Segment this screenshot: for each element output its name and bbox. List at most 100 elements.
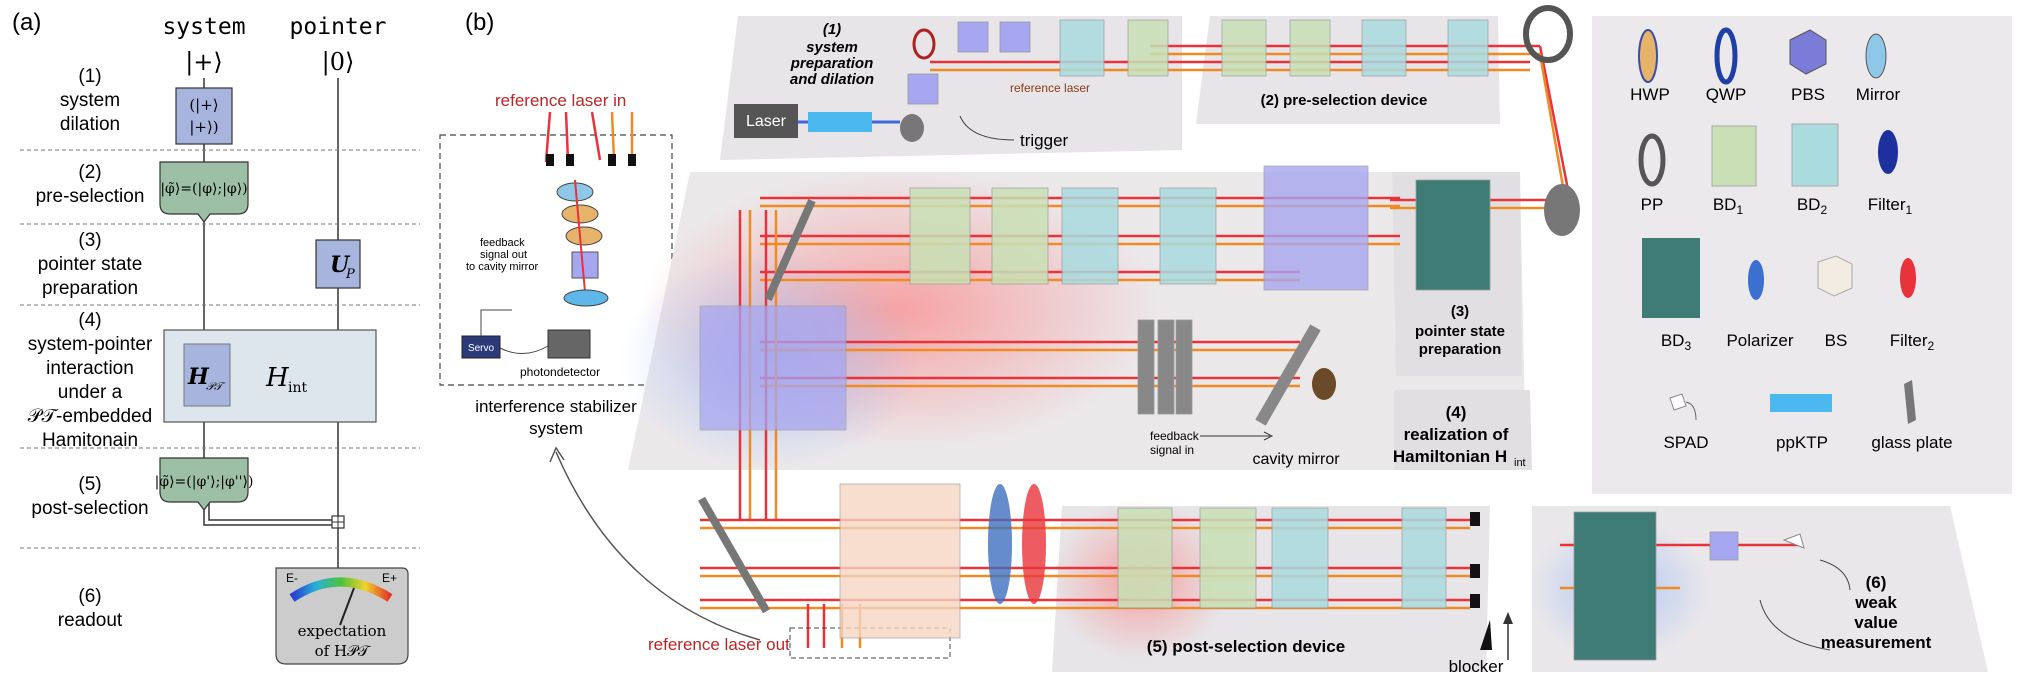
postselection-formula: |φ̃⟩=(|φ'⟩;|φ''⟩) — [155, 474, 254, 490]
trigger-label: trigger — [1020, 131, 1069, 150]
legend-bd3: BD3 — [1661, 331, 1692, 353]
step4-line5: Hamitonain — [42, 430, 138, 451]
reference-laser-label: reference laser — [1010, 81, 1090, 95]
preselection-formula: |φ̃⟩=(|φ⟩;|φ⟩) — [160, 181, 247, 197]
ppktp-crystal — [808, 112, 872, 132]
hpt-label: H — [187, 364, 210, 390]
stabilizer-arrow — [555, 451, 761, 641]
pbs-icon — [1789, 29, 1827, 75]
step1-num: (1) — [78, 66, 101, 87]
spad-icon — [1669, 393, 1687, 411]
servo-label: Servo — [468, 343, 495, 354]
step2-line1: pre-selection — [36, 186, 145, 207]
filter2-icon — [1900, 258, 1916, 298]
step1-line1: system — [60, 90, 120, 111]
postselection-gate — [159, 457, 249, 511]
step5-num: (5) — [78, 474, 101, 495]
photodetector-label: photondetector — [520, 365, 600, 379]
dilation-gate-bottom: |+⟩) — [189, 118, 218, 136]
stabilizer-title-2: system — [529, 419, 583, 438]
step1-line2: dilation — [60, 114, 120, 135]
cavity-mirror-label: cavity mirror — [1252, 451, 1340, 468]
panel-b: (b) reference laser in Servo — [439, 5, 2012, 676]
step-labels: (1) system dilation (2) pre-selection (3… — [28, 66, 153, 631]
bd3-icon — [1642, 238, 1700, 318]
stage5-label: (5) post-selection device — [1147, 637, 1345, 656]
meter-scale — [289, 577, 393, 602]
stage6-line1: weak — [1854, 593, 1897, 612]
pointer-unitary-gate — [315, 239, 361, 289]
bd1-icon — [1711, 125, 1757, 187]
stage4-platform — [1394, 390, 1532, 470]
stage4-num: (4) — [1446, 403, 1467, 422]
laser-label: Laser — [746, 113, 787, 130]
stage3-num: (3) — [1451, 303, 1469, 320]
filter1-icon — [1878, 130, 1898, 174]
panel-b-label: (b) — [465, 9, 494, 36]
legend-platform — [1592, 16, 2012, 494]
stage1-num: (1) — [823, 21, 841, 38]
step6-num: (6) — [78, 586, 101, 607]
step6-line1: readout — [58, 610, 123, 631]
stage1-line2: preparation — [790, 55, 874, 72]
stage1-labels: (1) system preparation and dilation — [790, 21, 874, 88]
stage4-labels: (4) realization of Hamiltonian H — [1393, 403, 1509, 466]
feedback-in-1: feedback — [1150, 429, 1200, 443]
legend-bd1: BD1 — [1713, 195, 1744, 217]
reference-out-label: reference laser out — [648, 635, 790, 654]
reference-in-label: reference laser in — [495, 91, 626, 110]
cavity-mirror — [1312, 368, 1336, 400]
mirror-icon — [1865, 33, 1887, 79]
preselection-gate — [159, 161, 249, 223]
up-sub: P — [345, 267, 355, 282]
spad-detector — [1782, 533, 1805, 549]
legend-polarizer: Polarizer — [1726, 331, 1793, 350]
legend-filter2: Filter2 — [1890, 331, 1935, 353]
legend-bs: BS — [1825, 331, 1848, 350]
hpt-block — [183, 343, 231, 407]
stage4-line2: Hamiltonian H — [1393, 447, 1507, 466]
step4-num: (4) — [78, 310, 101, 331]
stage1-platform — [720, 16, 1182, 160]
bd2-icon — [1791, 123, 1839, 187]
stage6-line3: measurement — [1821, 633, 1932, 652]
classical-wire-double — [208, 500, 334, 521]
legend-qwp: QWP — [1706, 85, 1747, 104]
legend-glass-plate: glass plate — [1871, 433, 1952, 452]
stage6-line2: value — [1854, 613, 1897, 632]
reference-in-beams — [544, 111, 636, 166]
meter-text-2: of H𝒫𝒯 — [315, 642, 372, 660]
legend-hwp: HWP — [1630, 85, 1670, 104]
qwp-icon — [1714, 27, 1738, 85]
pp-icon — [1638, 133, 1666, 187]
step3-line2: preparation — [42, 278, 138, 299]
dilation-gate-top: (|+⟩ — [189, 96, 218, 114]
stabilizer-title-1: interference stabilizer — [475, 397, 637, 416]
legend-ppktp: ppKTP — [1776, 433, 1828, 452]
pointer-column-title: pointer — [290, 14, 387, 40]
classical-wire — [203, 500, 334, 526]
pointer-initial-ket: |0⟩ — [322, 48, 355, 77]
feedback-out-3: to cavity mirror — [466, 261, 538, 273]
ppktp-icon — [1770, 394, 1832, 412]
hwp-icon — [1638, 29, 1658, 83]
step4-line1: system-pointer — [28, 334, 153, 355]
legend-pbs: PBS — [1791, 85, 1825, 104]
system-column-title: system — [162, 14, 245, 40]
stage1-line3: and dilation — [790, 71, 874, 88]
mirrors — [698, 5, 1580, 614]
stage6-labels: (6) weak value measurement — [1821, 573, 1932, 652]
legend: HWP QWP PBS Mirror PP BD1 BD2 Filter1 BD… — [1630, 27, 1953, 452]
blocker-label: blocker — [1449, 657, 1504, 676]
hpt-sub: 𝒫𝒯 — [206, 380, 226, 393]
polarizer-icon — [1748, 260, 1764, 300]
bs-icon — [1817, 255, 1853, 297]
meter-left-label: E- — [286, 571, 298, 585]
stage3-line2: preparation — [1419, 341, 1502, 358]
up-label: U — [330, 252, 351, 278]
legend-pp: PP — [1641, 195, 1664, 214]
step5-line1: post-selection — [31, 498, 148, 519]
stage2-label: (2) pre-selection device — [1261, 92, 1428, 109]
step2-num: (2) — [78, 162, 101, 183]
